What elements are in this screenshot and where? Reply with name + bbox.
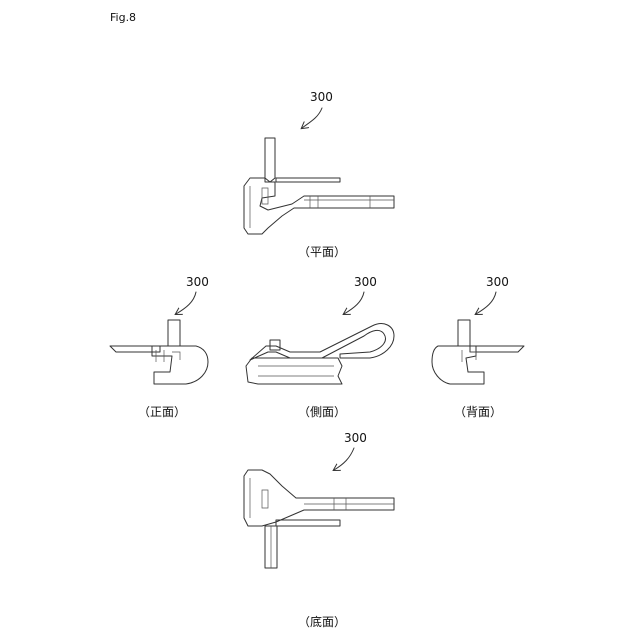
back-view: 300 （背面） (432, 275, 524, 419)
side-view-caption: （側面） (298, 405, 346, 419)
bottom-view: 300 （底面） (244, 431, 394, 629)
bottom-view-reference-numeral: 300 (344, 431, 367, 445)
bottom-view-leader-arrow (334, 448, 354, 470)
front-view-caption: （正面） (138, 405, 186, 419)
side-view-part (246, 324, 394, 384)
front-view-reference-numeral: 300 (186, 275, 209, 289)
bottom-view-caption: （底面） (298, 614, 346, 629)
plan-view-leader-arrow (302, 108, 322, 128)
plan-view-part (244, 138, 394, 234)
front-view: 300 （正面） (110, 275, 209, 419)
side-view: 300 （側面） (246, 275, 394, 419)
front-view-leader-arrow (176, 292, 196, 314)
back-view-reference-numeral: 300 (486, 275, 509, 289)
back-view-caption: （背面） (454, 405, 502, 419)
front-view-part (110, 320, 208, 384)
back-view-leader-arrow (476, 292, 496, 314)
plan-view-caption: （平面） (298, 245, 346, 259)
bottom-view-part (244, 470, 394, 568)
plan-view-reference-numeral: 300 (310, 90, 333, 104)
back-view-part (432, 320, 524, 384)
side-view-leader-arrow (344, 292, 364, 314)
plan-view: 300 （平面） (244, 90, 394, 259)
side-view-reference-numeral: 300 (354, 275, 377, 289)
